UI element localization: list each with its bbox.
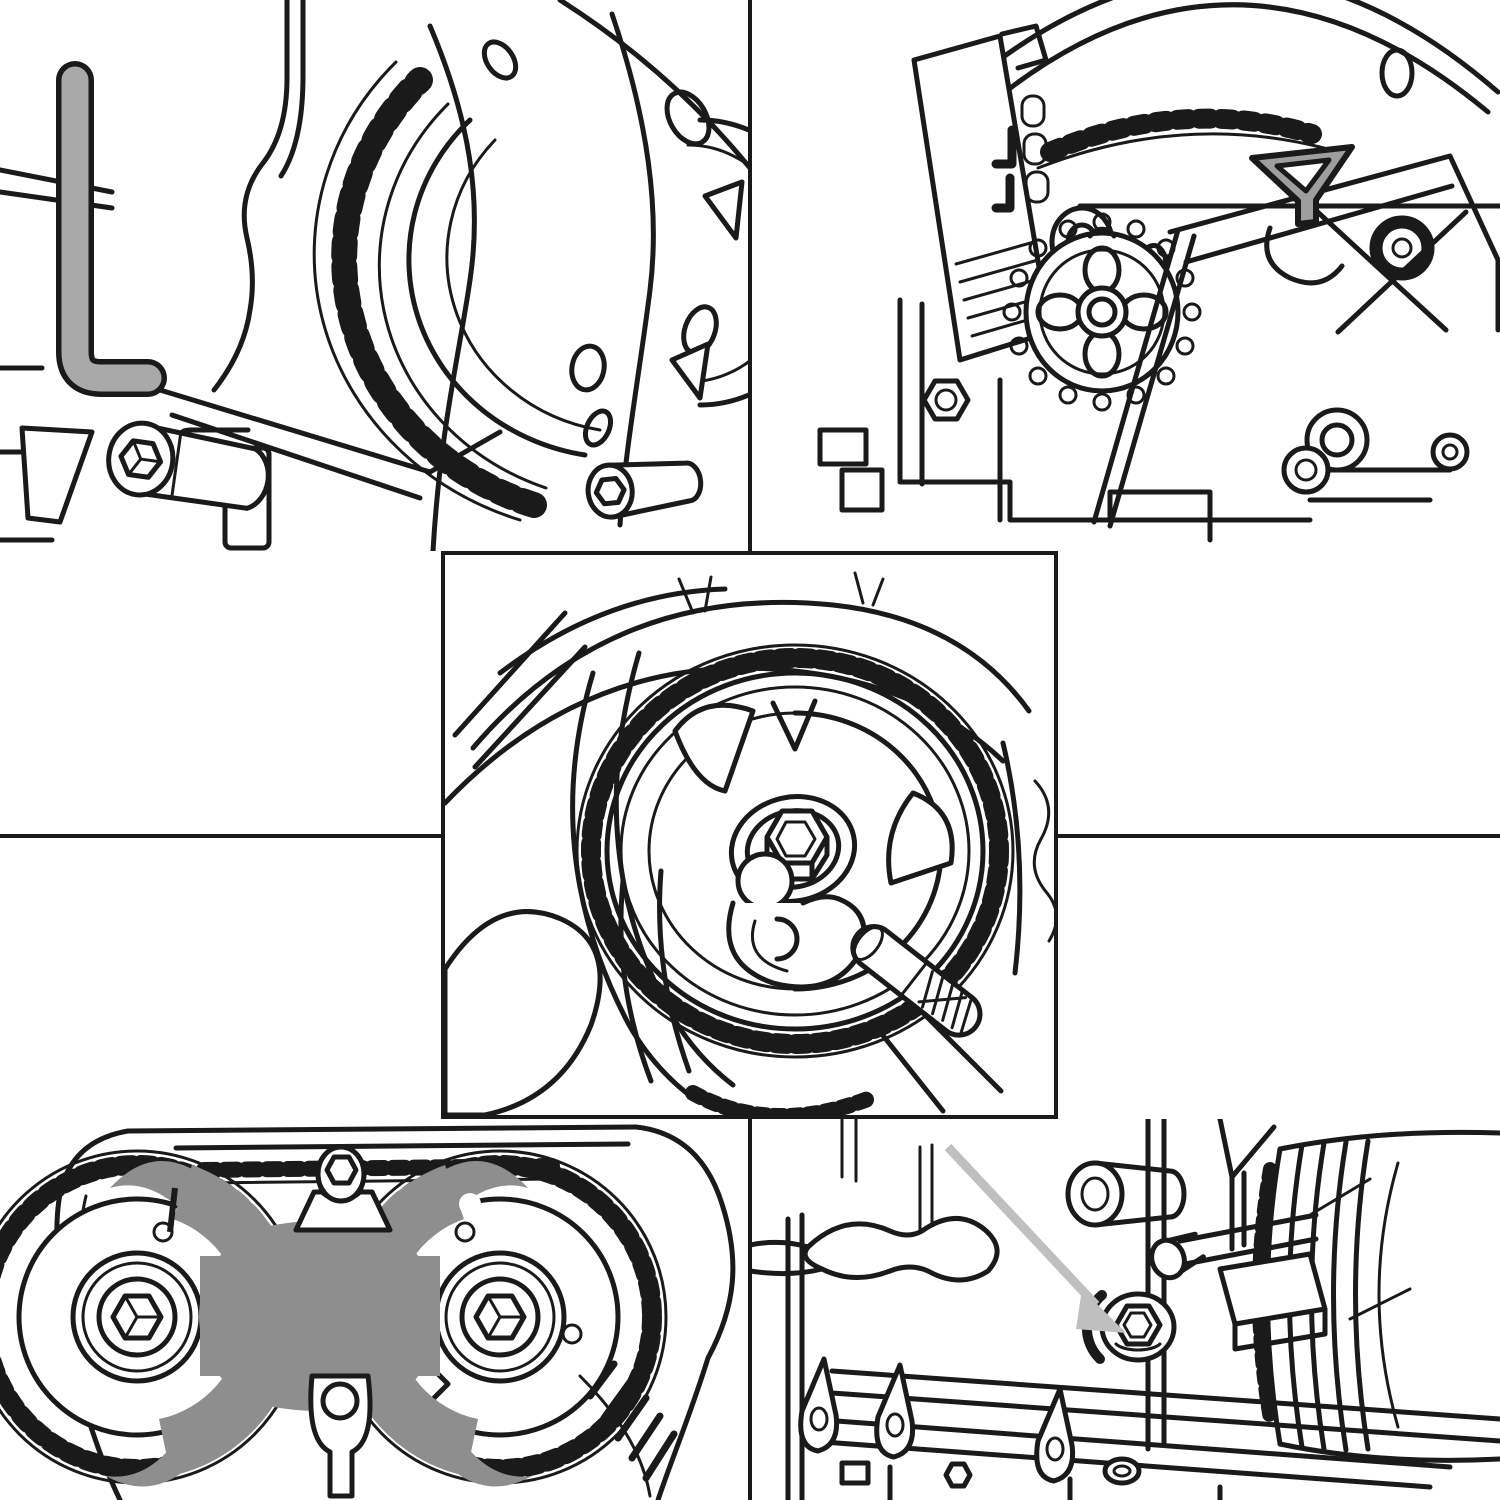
housing-upper-edge: [175, 0, 306, 458]
lower-block: [817, 297, 1313, 543]
chain-links: [1002, 94, 1202, 412]
pointer-arrow: [944, 1143, 1126, 1333]
upper-hoses: [445, 571, 1032, 806]
small-plug: [1149, 1231, 1206, 1281]
panel-bottom-left: [0, 836, 750, 1500]
center-bracket: [1145, 1119, 1412, 1452]
locking-pin-tool: [56, 61, 167, 397]
bottom-fork: [308, 1373, 373, 1499]
knurled-pin: [850, 924, 983, 1038]
socket-bolt-large: [106, 420, 271, 511]
tool-hole: [459, 1193, 481, 1215]
divider-vertical-top: [748, 0, 752, 553]
ring-gear-teeth: [1040, 108, 1322, 162]
triangle-wedge-tool: [1249, 144, 1355, 286]
rails: [807, 1368, 1500, 1500]
camshaft-gear: [312, 39, 750, 522]
sprocket-teeth: [581, 648, 1009, 1054]
left-bracket: [911, 23, 1053, 363]
gear-teeth: [331, 67, 547, 518]
knurl-hatch: [917, 970, 973, 1034]
left-hose-grip: [750, 1216, 1000, 1283]
camshaft-locking-plate-tool: [106, 1161, 532, 1487]
upper-housing-arc: [933, 0, 1500, 209]
panel-bottom-right: [750, 1119, 1500, 1500]
small-studs: [839, 1456, 1142, 1489]
socket-bolt-small: [585, 460, 704, 520]
alignment-tick: [167, 1187, 178, 1233]
divider-vertical-bottom: [748, 1117, 752, 1500]
finger: [445, 868, 692, 1115]
panel-center: [441, 551, 1058, 1119]
divider-horizontal-right: [1058, 834, 1500, 838]
center-bolt: [728, 794, 858, 911]
cast-marks: [991, 125, 1017, 213]
block-edge-lines: [785, 1119, 934, 1500]
panel-top-right: [750, 0, 1500, 551]
lower-bracket: [726, 894, 867, 990]
right-bracket: [1167, 47, 1500, 503]
timing-cover-band: [427, 0, 750, 551]
belt-sprocket: [575, 643, 1015, 1059]
diagonal-rod: [1091, 227, 1197, 529]
chain-sprocket: [1002, 94, 1202, 412]
wing-tabs: [798, 1356, 1076, 1484]
boss-cylinder: [1065, 1160, 1187, 1228]
right-hatch-wedge: [578, 1360, 678, 1498]
divider-horizontal-left: [0, 834, 441, 838]
panel-top-left: [0, 0, 750, 551]
top-center-bolt: [293, 1144, 393, 1233]
